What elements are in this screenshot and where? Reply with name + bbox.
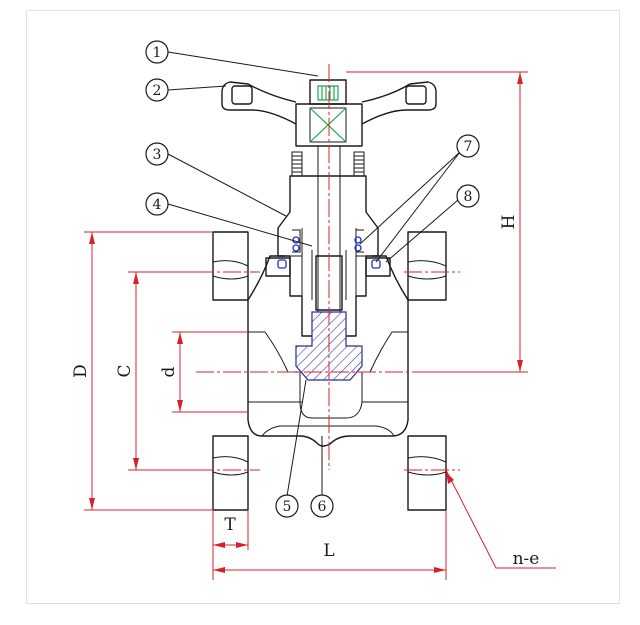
- dimension-D-label: D: [71, 364, 91, 378]
- part-callouts: 1 2 3 4 7 8: [145, 40, 480, 518]
- svg-text:1: 1: [153, 45, 162, 61]
- valve-body: [212, 151, 447, 511]
- dimension-C-label: C: [115, 364, 135, 377]
- svg-text:2: 2: [153, 83, 162, 99]
- balloon-8: 8: [456, 184, 480, 208]
- svg-text:8: 8: [464, 189, 473, 205]
- bonnet-bolts: [291, 151, 365, 177]
- dimension-H-label: H: [499, 215, 519, 230]
- svg-text:7: 7: [464, 139, 473, 155]
- balloon-5: 5: [275, 494, 299, 518]
- svg-text:3: 3: [153, 147, 162, 163]
- dimension-T-label: T: [224, 515, 236, 535]
- balloon-4: 4: [145, 192, 169, 216]
- balloon-1: 1: [145, 40, 169, 64]
- center-lines: [196, 64, 470, 471]
- dimension-lines: [84, 71, 556, 580]
- balloon-6: 6: [310, 494, 334, 518]
- balloon-2: 2: [145, 78, 169, 102]
- svg-text:5: 5: [283, 499, 292, 515]
- stem-assembly: [295, 79, 363, 340]
- seal-rings: [277, 236, 381, 269]
- dimension-ne-label: n-e: [513, 549, 540, 569]
- dimension-d-label: d: [159, 366, 179, 377]
- balloon-7: 7: [456, 134, 480, 158]
- svg-text:4: 4: [153, 197, 162, 213]
- handwheel: [221, 81, 437, 125]
- svg-text:6: 6: [318, 499, 327, 515]
- dimension-L-label: L: [323, 541, 334, 561]
- balloon-3: 3: [145, 142, 169, 166]
